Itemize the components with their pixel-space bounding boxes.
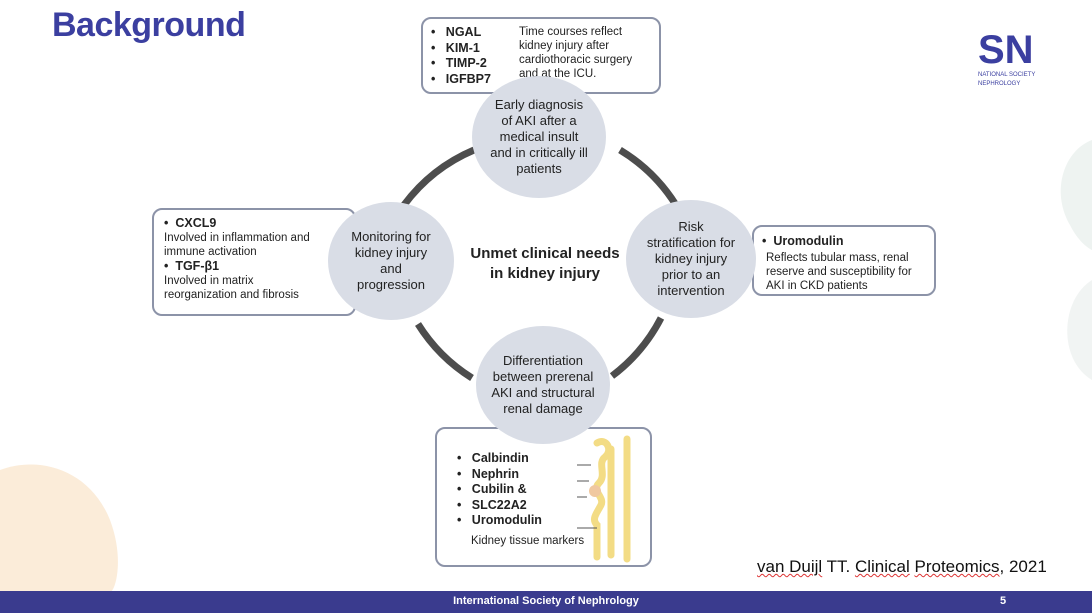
nephron-illustration — [577, 435, 631, 563]
arc-bottom-right — [609, 316, 665, 379]
description-line: Reflects tubular mass, renal — [766, 252, 909, 264]
arc-top-right — [618, 147, 679, 207]
circle-text-line: patients — [516, 161, 562, 176]
list-item: • Nephrin — [457, 466, 520, 481]
citation-journal-a: Clinical — [854, 557, 910, 576]
bottom-marker-list: • Calbindin • Nephrin • Cubilin & • SLC2… — [457, 451, 542, 529]
circle-text-line: renal damage — [503, 401, 583, 416]
description-line: reorganization and fibrosis — [164, 289, 299, 301]
center-heading-line: in kidney injury — [489, 265, 601, 282]
top-box-description: Time courses reflect kidney injury after… — [519, 25, 655, 81]
circle-text-line: Differentiation — [503, 353, 583, 368]
footer-bar — [0, 591, 1092, 613]
marker-cxcl9: CXCL9 — [175, 216, 217, 230]
isn-logo: SN NATIONAL SOCIETY NEPHROLOGY — [978, 30, 1058, 92]
list-item: • Uromodulin — [457, 513, 542, 528]
marker-igfbp7: IGFBP7 — [445, 71, 491, 86]
logo-letters: SN — [978, 28, 1034, 72]
circle-text-line: stratification for — [646, 235, 736, 250]
top-biomarker-box: • NGAL • KIM-1 • TIMP-2 • IGFBP7 Time co… — [421, 17, 661, 94]
list-item: • TIMP-2 — [431, 56, 487, 70]
list-item: • Calbindin — [457, 451, 529, 465]
left-biomarker-box: • CXCL9 Involved in inflammation and imm… — [152, 208, 356, 316]
top-marker-list: • NGAL • KIM-1 • TIMP-2 • IGFBP7 — [431, 25, 491, 87]
list-item: • Uromodulin — [762, 234, 844, 248]
list-item: • NGAL — [431, 25, 482, 39]
circle-text-line: and in critically ill — [490, 145, 588, 160]
page-number: 5 — [1000, 595, 1007, 607]
logo-subtitle-1: NATIONAL SOCIETY — [978, 72, 1036, 78]
corner-blob-right-lower — [1067, 280, 1092, 380]
nephron-tubule — [591, 438, 613, 561]
citation: van Duijl TT. Clinical Proteomics, 2021 — [757, 557, 1047, 577]
circle-text-line: between prerenal — [492, 369, 594, 384]
circle-text-line: Risk — [678, 219, 704, 234]
circle-text-line: intervention — [657, 283, 725, 298]
circle-text-line: Early diagnosis — [494, 97, 584, 112]
marker-kim1: KIM-1 — [445, 40, 480, 55]
circle-text-line: progression — [357, 277, 425, 292]
marker-calbindin: Calbindin — [471, 451, 529, 465]
circle-text-line: kidney injury — [654, 251, 728, 266]
circle-text-line: Monitoring for — [351, 229, 431, 244]
list-item: • IGFBP7 — [431, 71, 491, 86]
left-box-content: • CXCL9 Involved in inflammation and imm… — [164, 216, 354, 302]
circle-monitoring: Monitoring for kidney injury and progres… — [328, 202, 454, 320]
description-line: kidney injury after — [519, 40, 610, 52]
circle-differentiation: Differentiation between prerenal AKI and… — [476, 326, 610, 444]
description-line: reserve and susceptibility for — [766, 266, 912, 278]
glomerulus — [589, 485, 601, 497]
circle-text-line: medical insult — [499, 129, 579, 144]
description-line: Time courses reflect — [519, 26, 623, 38]
circle-text-line: of AKI after a — [501, 113, 577, 128]
list-item: • Cubilin & — [457, 482, 527, 497]
marker-uromodulin: Uromodulin — [773, 234, 844, 248]
list-item: • CXCL9 — [164, 216, 217, 230]
marker-cubilin: Cubilin & — [471, 482, 527, 497]
logo-subtitle-2: NEPHROLOGY — [978, 81, 1021, 87]
corner-blob-left — [0, 464, 118, 592]
center-heading-line: Unmet clinical needs — [470, 245, 620, 262]
description-line: Involved in matrix — [164, 275, 254, 287]
arc-bottom-left — [415, 322, 474, 381]
marker-ngal: NGAL — [445, 25, 482, 39]
description-line: Involved in inflammation and — [164, 232, 310, 244]
circle-early-diagnosis: Early diagnosis of AKI after a medical i… — [472, 76, 606, 198]
marker-timp2: TIMP-2 — [445, 56, 487, 70]
citation-journal-b: Proteomics — [914, 557, 1000, 576]
description-line: immune activation — [164, 246, 257, 258]
center-heading: Unmet clinical needs in kidney injury — [455, 244, 635, 284]
circle-risk-stratification: Risk stratification for kidney injury pr… — [626, 200, 756, 318]
citation-initials: TT. — [822, 557, 855, 576]
slide-title: Background — [52, 6, 246, 44]
bottom-biomarker-box: • Calbindin • Nephrin • Cubilin & • SLC2… — [435, 427, 652, 567]
tissue-markers-caption: Kidney tissue markers — [471, 535, 585, 547]
citation-year: , 2021 — [999, 557, 1047, 576]
footer-text: International Society of Nephrology — [453, 595, 639, 607]
circle-text-line: kidney injury — [354, 245, 428, 260]
description-line: cardiothoracic surgery — [519, 54, 633, 66]
circle-text-line: prior to an — [661, 267, 721, 282]
marker-uromodulin-tissue: Uromodulin — [471, 513, 542, 528]
list-item: • KIM-1 — [431, 40, 480, 55]
list-item: • SLC22A2 — [457, 497, 527, 512]
right-biomarker-box: • Uromodulin Reflects tubular mass, rena… — [752, 225, 936, 296]
marker-nephrin: Nephrin — [471, 466, 520, 481]
circle-text-line: AKI and structural — [491, 385, 595, 400]
citation-author: van Duijl — [757, 557, 823, 576]
marker-tgf-beta1: TGF-β1 — [175, 259, 220, 273]
arc-top-left — [401, 146, 476, 208]
circle-text-line: and — [380, 261, 402, 276]
description-line: AKI in CKD patients — [766, 280, 868, 292]
marker-slc22a2: SLC22A2 — [471, 497, 527, 512]
right-box-description: Reflects tubular mass, renal reserve and… — [766, 251, 932, 293]
corner-blob-right — [1060, 140, 1092, 250]
list-item: • TGF-β1 — [164, 259, 220, 273]
